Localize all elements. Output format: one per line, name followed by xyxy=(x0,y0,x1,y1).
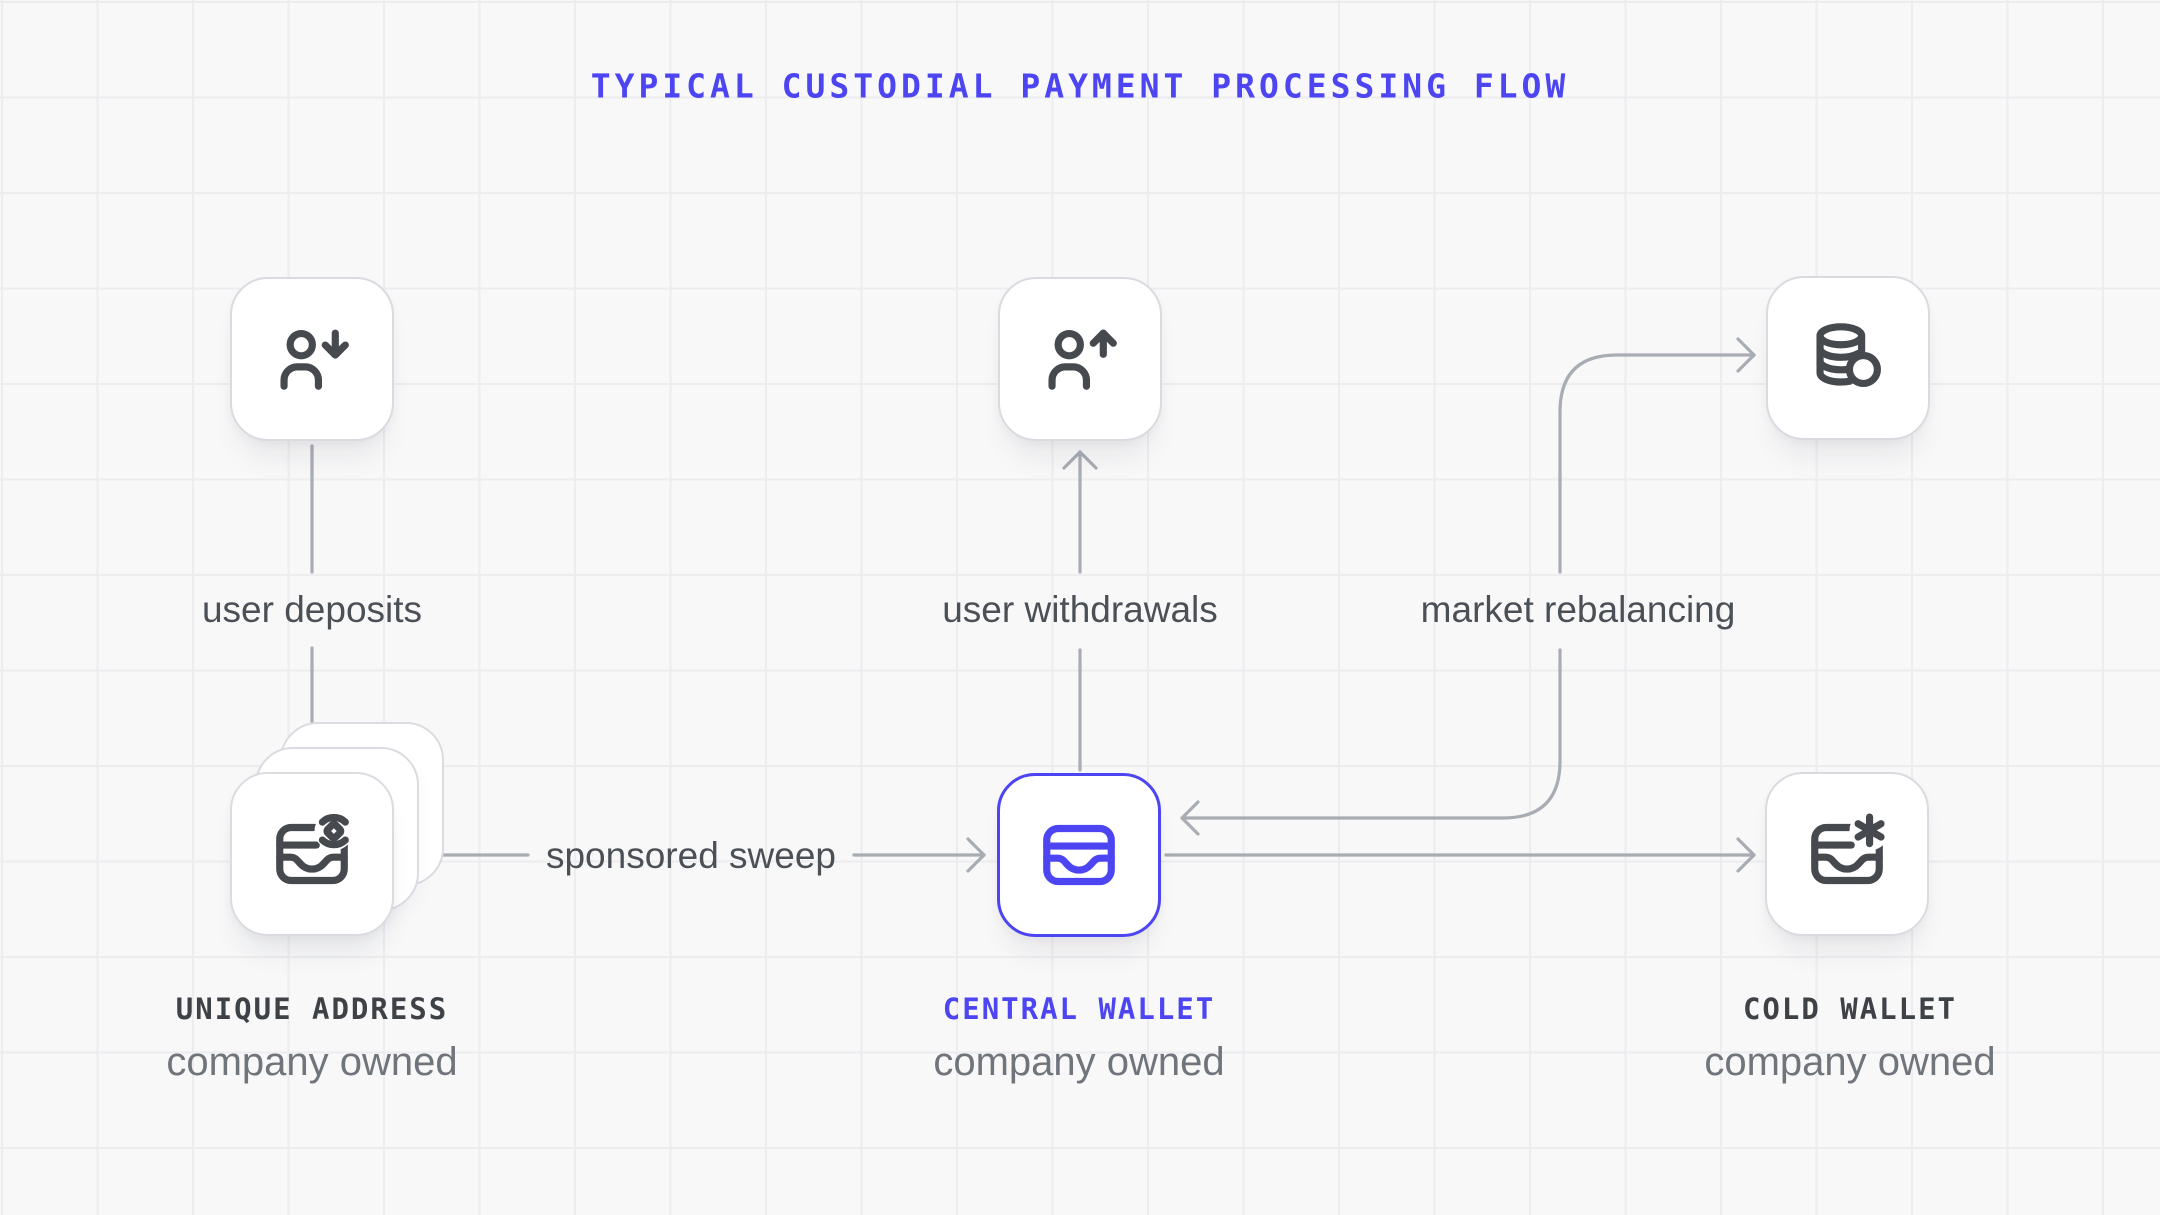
user-arrow-up-icon xyxy=(1048,329,1117,390)
edge-label-user-deposits: user deposits xyxy=(201,589,423,630)
edge-label-user-withdrawals: user withdrawals xyxy=(942,589,1218,630)
cold-wallet-caption: COLD WALLET company owned xyxy=(1704,992,1995,1085)
diagram-title: TYPICAL CUSTODIAL PAYMENT PROCESSING FLO… xyxy=(590,66,1570,106)
unique-address-subtitle: company owned xyxy=(166,1040,458,1084)
edge-market-rebalancing xyxy=(1180,337,1756,836)
central-wallet-title: CENTRAL WALLET xyxy=(942,992,1216,1026)
edge-label-market-rebalancing: market rebalancing xyxy=(1420,589,1736,630)
cold-wallet-node xyxy=(1765,772,1929,936)
wallet-scan-badge-icon xyxy=(276,811,354,885)
stacked-card-front xyxy=(230,772,394,936)
edge-label-sponsored-sweep: sponsored sweep xyxy=(545,835,837,876)
wallet-snowflake-icon xyxy=(1811,811,1890,885)
cold-wallet-title: COLD WALLET xyxy=(1742,992,1958,1026)
coin-stack-icon xyxy=(1816,323,1881,388)
cold-wallet-subtitle: company owned xyxy=(1704,1040,1996,1084)
user-arrow-down-icon xyxy=(280,329,349,390)
central-wallet-node xyxy=(997,773,1161,937)
user-deposit-node xyxy=(230,277,394,441)
wallet-icon xyxy=(1043,824,1115,886)
market-coins-node xyxy=(1766,276,1930,440)
central-wallet-subtitle: company owned xyxy=(933,1040,1225,1084)
unique-address-title: UNIQUE ADDRESS xyxy=(175,992,449,1026)
central-wallet-caption: CENTRAL WALLET company owned xyxy=(933,992,1224,1085)
edge-central-to-cold xyxy=(1164,837,1756,873)
user-withdrawal-node xyxy=(998,277,1162,441)
unique-address-node xyxy=(230,722,444,936)
unique-address-caption: UNIQUE ADDRESS company owned xyxy=(166,992,457,1085)
